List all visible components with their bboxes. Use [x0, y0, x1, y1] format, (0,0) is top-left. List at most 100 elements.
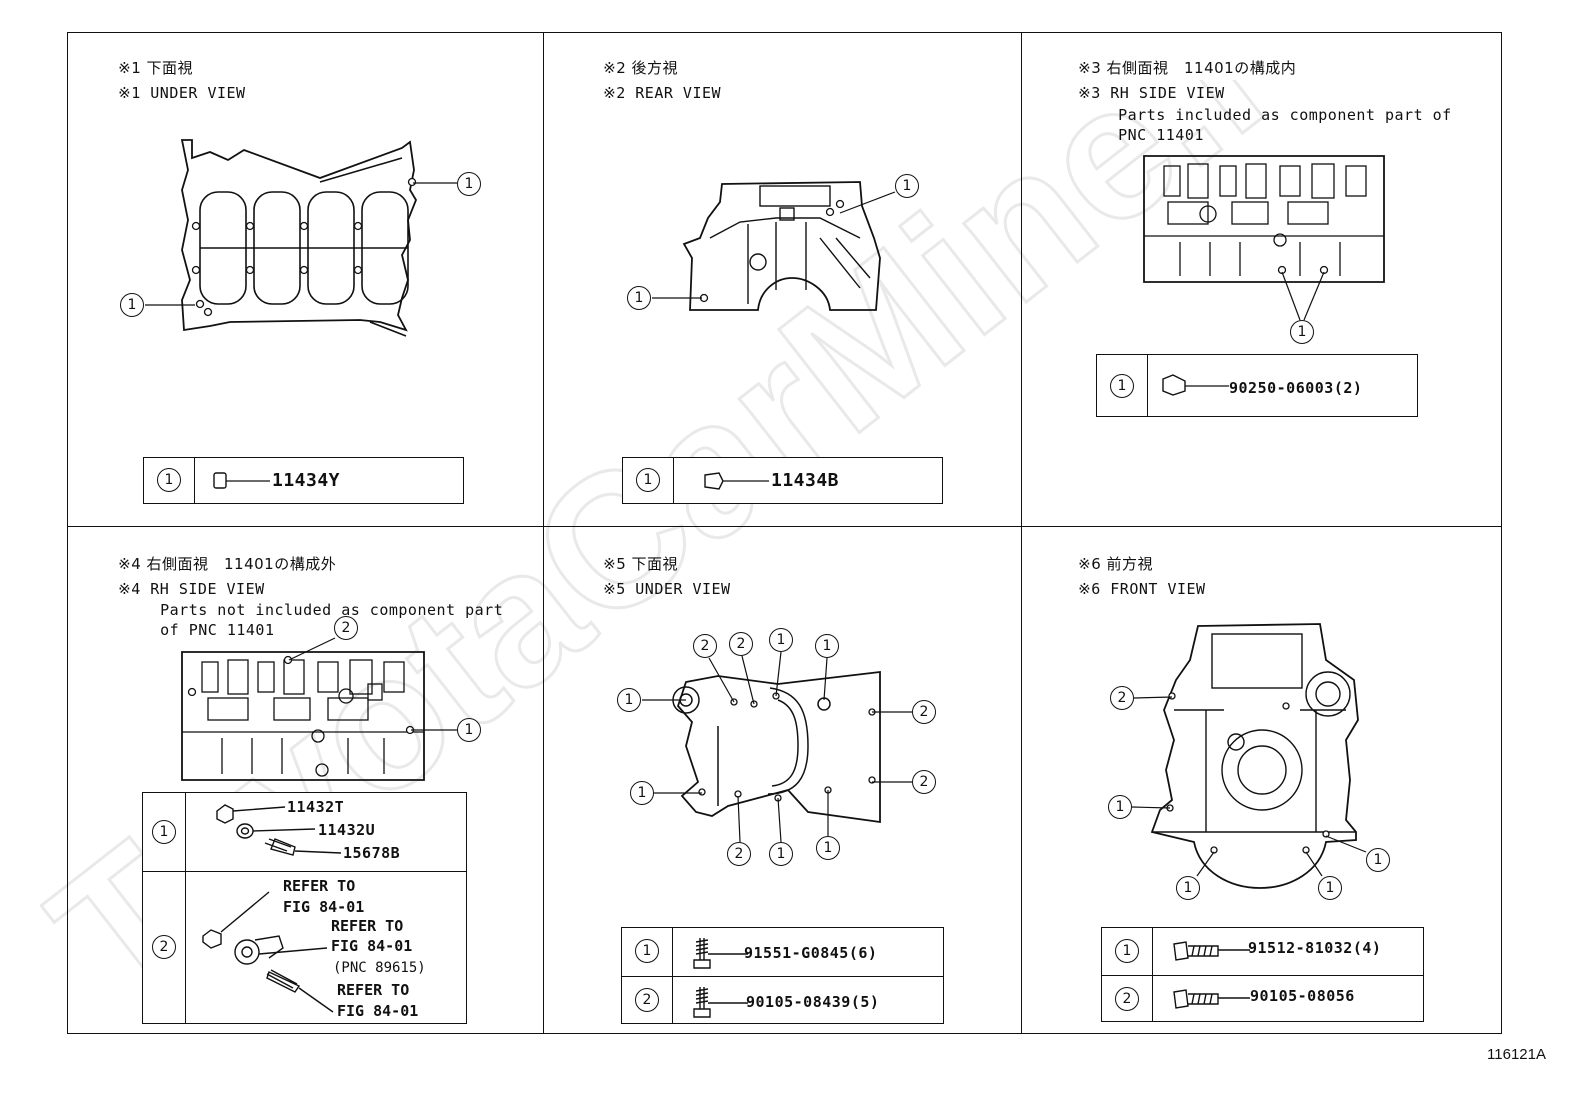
legend-number: 1 [635, 939, 659, 963]
part-number: 90250-06003(2) [1229, 379, 1363, 397]
callout-marker: 1 [816, 836, 840, 860]
diagram-frame [67, 32, 1502, 1034]
reference-text: FIG 84-01 [283, 898, 365, 916]
panel-note: Parts included as component part of [1080, 85, 1452, 145]
reference-text: FIG 84-01 [337, 1002, 419, 1020]
callout-marker: 1 [617, 688, 641, 712]
callout-marker: 1 [627, 286, 651, 310]
plug-icon [1162, 374, 1229, 396]
panel-header: ※4 右側面視 11401の構成外 [80, 534, 336, 594]
callout-marker: 2 [912, 700, 936, 724]
note-line: PNC 11401 [1118, 126, 1204, 144]
legend-number: 1 [636, 468, 660, 492]
bolt-washer-icon [216, 804, 342, 856]
part-number: 91512-81032(4) [1248, 939, 1382, 957]
callout-marker: 2 [693, 634, 717, 658]
parts-legend-table: 1 11434B [622, 457, 943, 504]
legend-number: 1 [1115, 939, 1139, 963]
engine-block-front-view-drawing [1150, 623, 1359, 889]
reference-text: REFER TO [283, 877, 356, 895]
panel-note: Parts not included as component part [122, 580, 503, 640]
panel-header: ※1 UNDER VIEW [80, 63, 246, 123]
callout-marker: 2 [912, 770, 936, 794]
reference-text: REFER TO [331, 917, 404, 935]
knock-sensor-icon [202, 891, 334, 1013]
grid-divider [1021, 32, 1022, 1034]
panel-header: ※6 前方視 [1040, 534, 1153, 594]
part-number: 90105-08056 [1250, 987, 1355, 1005]
callout-marker: 1 [1366, 848, 1390, 872]
reference-text: FIG 84-01 [331, 937, 413, 955]
callout-marker: 2 [334, 616, 358, 640]
callout-marker: 1 [120, 293, 144, 317]
part-number: 91551-G0845(6) [744, 944, 878, 962]
panel-header: ※6 FRONT VIEW [1040, 559, 1206, 619]
panel-header: ※3 RH SIDE VIEW [1040, 63, 1225, 123]
parts-legend-table: 1 90250-06003(2) [1096, 354, 1418, 417]
part-number: 11432U [318, 821, 376, 839]
engine-block-under-view-drawing [180, 139, 418, 337]
panel-header: ※5 UNDER VIEW [565, 559, 731, 619]
header-english: ※1 UNDER VIEW [118, 84, 246, 102]
part-number: 90105-08439(5) [746, 993, 880, 1011]
legend-number: 2 [635, 988, 659, 1012]
panel-header: ※3 右側面視 11401の構成内 [1040, 38, 1296, 98]
header-english: ※4 RH SIDE VIEW [118, 580, 265, 598]
engine-block-rear-view-drawing [682, 181, 881, 311]
grid-divider [67, 526, 1502, 527]
callout-marker: 1 [815, 634, 839, 658]
callout-marker: 1 [630, 781, 654, 805]
header-english: ※5 UNDER VIEW [603, 580, 731, 598]
part-number: 15678B [343, 844, 401, 862]
straight-pin-icon [704, 472, 769, 490]
legend-number: 2 [1115, 987, 1139, 1011]
callout-marker: 2 [729, 632, 753, 656]
callout-marker: 1 [895, 174, 919, 198]
header-japanese: ※1 下面視 [118, 59, 194, 77]
engine-block-rh-side-view-drawing [1143, 155, 1385, 283]
callout-marker: 1 [1318, 876, 1342, 900]
header-english: ※3 RH SIDE VIEW [1078, 84, 1225, 102]
callout-marker: 1 [457, 172, 481, 196]
legend-row: 2 90105-08056 [1102, 975, 1423, 1024]
panel-header: ※2 後方視 [565, 38, 678, 98]
callout-marker: 1 [769, 842, 793, 866]
bolt-icon [693, 987, 748, 1018]
legend-number: 1 [157, 468, 181, 492]
header-japanese: ※5 下面視 [603, 555, 679, 573]
parts-legend-table: 1 11432T 11432U 15678B 2 [142, 792, 467, 1024]
header-english: ※6 FRONT VIEW [1078, 580, 1206, 598]
legend-row: 1 11432T 11432U 15678B [143, 793, 466, 871]
legend-number: 2 [152, 935, 176, 959]
part-number: 11434B [771, 470, 840, 491]
header-japanese: ※2 後方視 [603, 59, 679, 77]
callout-marker: 1 [769, 628, 793, 652]
parts-legend-table: 1 91551-G0845(6) 2 9 [621, 927, 944, 1024]
panel-header: ※5 下面視 [565, 534, 678, 594]
panel-header: ※2 REAR VIEW [565, 63, 721, 123]
note-line: Parts not included as component part [160, 601, 504, 619]
callout-marker: 1 [1108, 795, 1132, 819]
panel-note: PNC 11401 [1080, 105, 1204, 165]
callout-marker: 2 [727, 842, 751, 866]
legend-row: 1 91512-81032(4) [1102, 928, 1423, 975]
panel-note: of PNC 11401 [122, 600, 275, 660]
bolt-icon [693, 938, 748, 969]
header-english: ※2 REAR VIEW [603, 84, 722, 102]
reference-text: REFER TO [337, 981, 410, 999]
bolt-icon [1173, 989, 1250, 1009]
part-number: 11434Y [272, 470, 341, 491]
legend-row: 2 REFER TO FIG 84-01 REFER TO FIG 84-01 … [143, 871, 466, 1026]
reference-text: (PNC 89615) [333, 960, 426, 976]
parts-legend-table: 1 91512-81032(4) 2 9 [1101, 927, 1424, 1022]
legend-row: 2 90105-08439(5) [622, 976, 943, 1026]
note-line: of PNC 11401 [160, 621, 275, 639]
figure-id: 116121A [1487, 1046, 1546, 1063]
header-japanese: ※4 右側面視 11401の構成外 [118, 555, 337, 573]
panel-header: ※4 RH SIDE VIEW [80, 559, 265, 619]
engine-block-rh-side-view-drawing [181, 651, 425, 781]
